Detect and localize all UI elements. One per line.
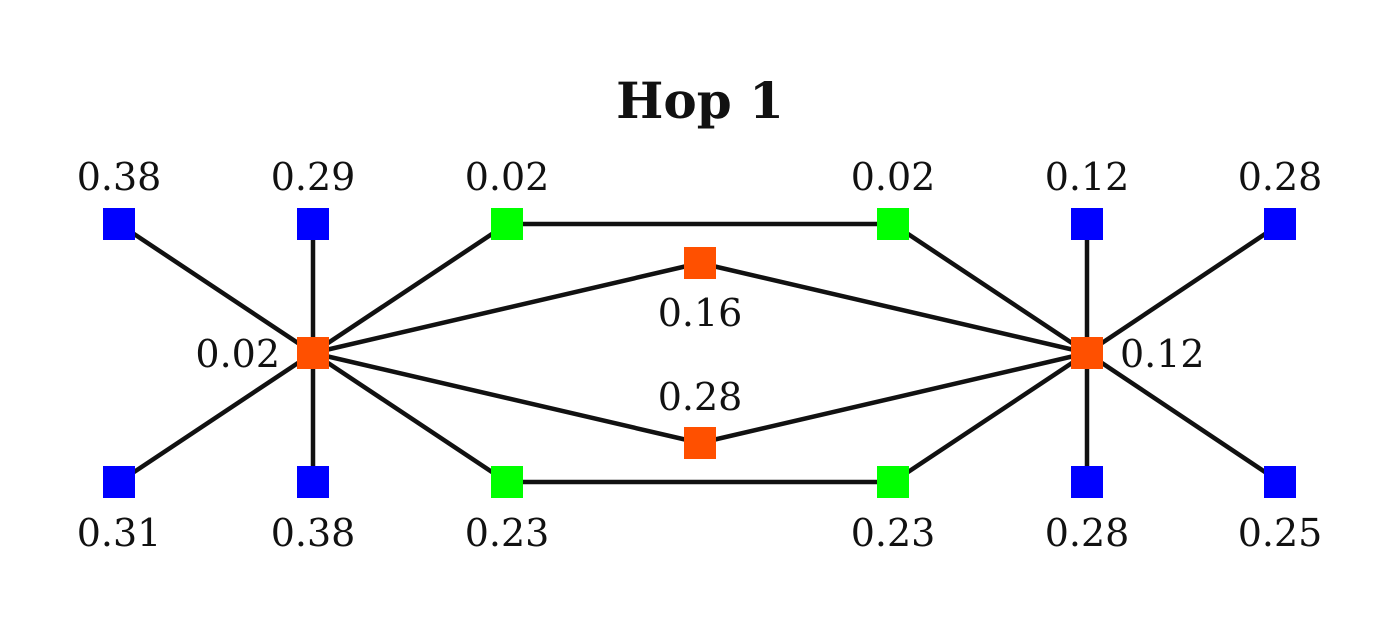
edge-n13-n8 [310, 350, 510, 485]
node-label-n15: 0.28 [1045, 511, 1130, 555]
node-label-n14: 0.23 [851, 511, 936, 555]
node-n11-blue [103, 466, 135, 498]
edges-layer [116, 221, 1283, 485]
node-n10-orange [684, 427, 716, 459]
node-label-n10: 0.28 [658, 375, 743, 419]
node-n7-orange [684, 247, 716, 279]
node-n13-green [491, 466, 523, 498]
node-label-n16: 0.25 [1238, 511, 1323, 555]
edge-n11-n8 [116, 350, 316, 485]
node-label-n7: 0.16 [658, 291, 743, 335]
node-n5-blue [1071, 208, 1103, 240]
node-label-n2: 0.29 [271, 155, 356, 199]
node-label-n1: 0.38 [77, 155, 162, 199]
node-label-n9: 0.12 [1120, 332, 1205, 376]
node-n6-blue [1264, 208, 1296, 240]
node-n14-green [877, 466, 909, 498]
diagram-title: Hop 1 [616, 71, 784, 130]
labels-layer: 0.38 0.29 0.02 0.02 0.12 0.28 0.16 0.02 0.12 0.28… [77, 155, 1323, 555]
node-label-n4: 0.02 [851, 155, 936, 199]
node-n3-green [491, 208, 523, 240]
edge-n10-n9 [697, 350, 1090, 446]
edge-n7-n8 [310, 260, 703, 356]
node-n16-blue [1264, 466, 1296, 498]
node-label-n13: 0.23 [465, 511, 550, 555]
node-n2-blue [297, 208, 329, 240]
node-label-n5: 0.12 [1045, 155, 1130, 199]
node-n9-orange [1071, 337, 1103, 369]
node-n1-blue [103, 208, 135, 240]
node-label-n11: 0.31 [77, 511, 162, 555]
node-n4-green [877, 208, 909, 240]
edge-n7-n9 [697, 260, 1090, 356]
node-n15-blue [1071, 466, 1103, 498]
edge-n6-n9 [1084, 221, 1283, 356]
node-n8-orange [297, 337, 329, 369]
node-label-n8: 0.02 [195, 332, 280, 376]
edge-n10-n8 [310, 350, 703, 446]
node-label-n3: 0.02 [465, 155, 550, 199]
node-label-n6: 0.28 [1238, 155, 1323, 199]
node-n12-blue [297, 466, 329, 498]
nodes-layer [103, 208, 1296, 498]
edge-n3-n8 [310, 221, 510, 356]
edge-n14-n9 [890, 350, 1090, 485]
edge-n16-n9 [1084, 350, 1283, 485]
node-label-n12: 0.38 [271, 511, 356, 555]
edge-n4-n9 [890, 221, 1090, 356]
edge-n1-n8 [116, 221, 316, 356]
